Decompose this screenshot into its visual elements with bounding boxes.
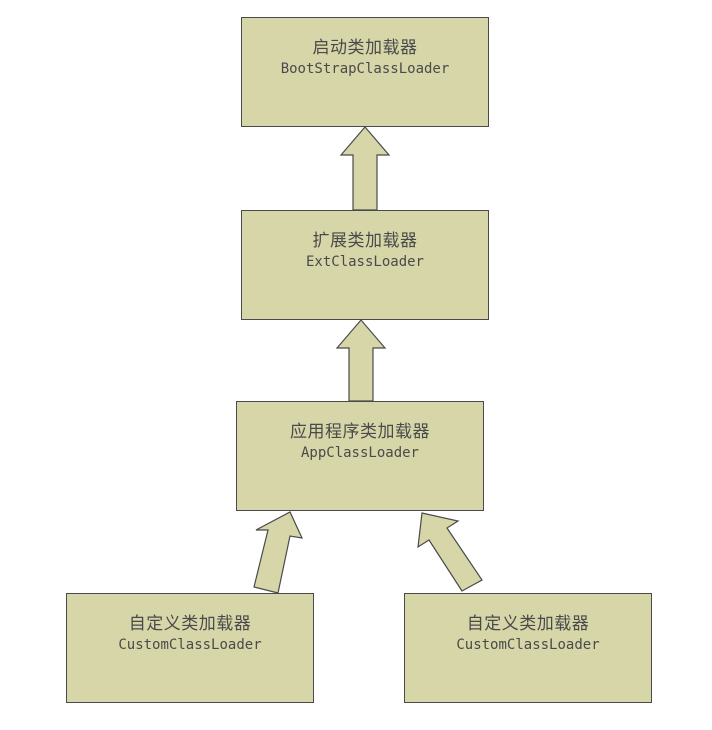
custom2-node-en-label: CustomClassLoader (456, 637, 600, 653)
ext-node-cn-label: 扩展类加载器 (312, 231, 418, 251)
arrow-custom2-to-app (417, 512, 483, 592)
arrow-ext-to-bootstrap (339, 126, 391, 211)
app-node-en-label: AppClassLoader (300, 445, 419, 461)
custom-class-loader-node-2: 自定义类加载器 CustomClassLoader (404, 593, 652, 703)
custom2-node-cn-label: 自定义类加载器 (466, 614, 590, 634)
custom-class-loader-node-1: 自定义类加载器 CustomClassLoader (66, 593, 314, 703)
bootstrap-class-loader-node: 启动类加载器 BootStrapClassLoader (241, 17, 489, 127)
arrow-app-to-ext (335, 319, 387, 402)
ext-class-loader-node: 扩展类加载器 ExtClassLoader (241, 210, 489, 320)
app-node-cn-label: 应用程序类加载器 (290, 422, 430, 442)
bootstrap-node-cn-label: 启动类加载器 (312, 38, 418, 58)
bootstrap-node-en-label: BootStrapClassLoader (280, 61, 450, 77)
custom1-node-cn-label: 自定义类加载器 (128, 614, 252, 634)
app-class-loader-node: 应用程序类加载器 AppClassLoader (236, 401, 484, 511)
arrow-custom1-to-app (253, 511, 304, 594)
ext-node-en-label: ExtClassLoader (305, 254, 424, 270)
custom1-node-en-label: CustomClassLoader (118, 637, 262, 653)
